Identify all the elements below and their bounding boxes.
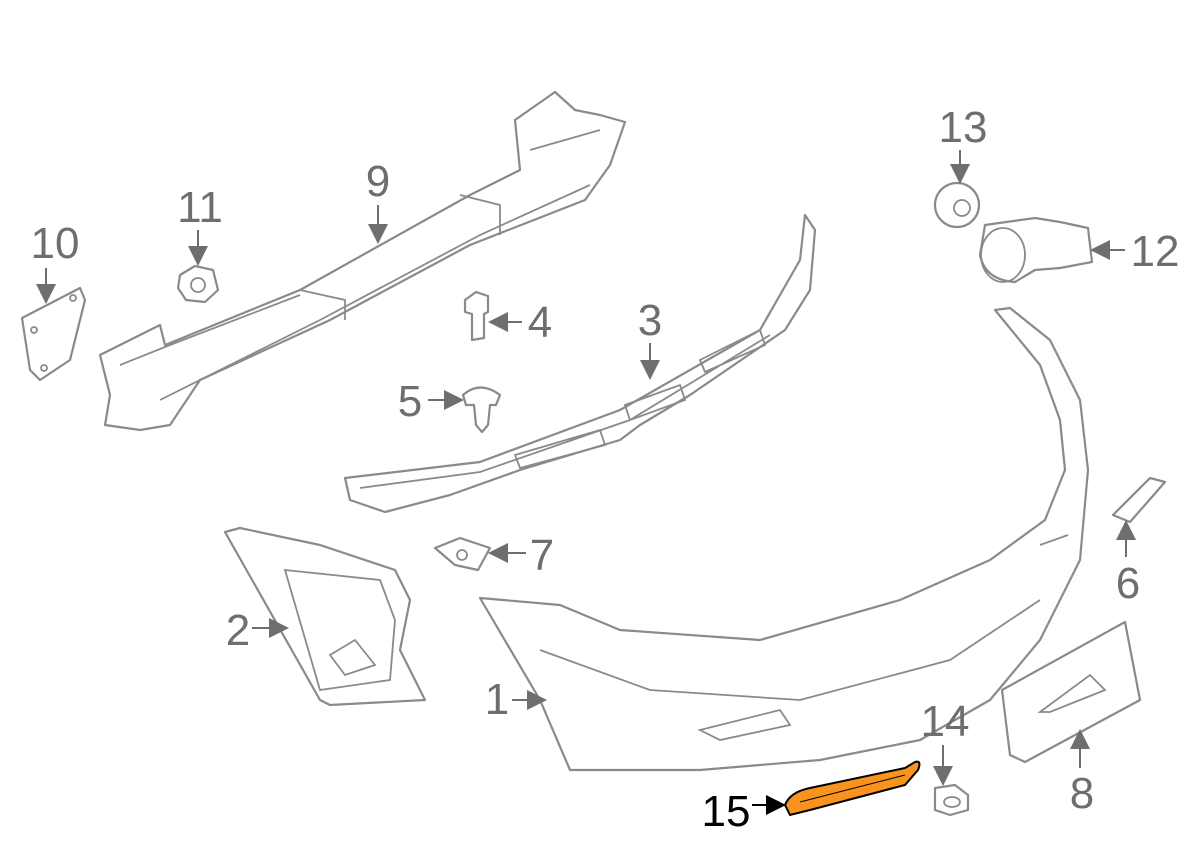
- part-1-bumper-cover[interactable]: [478, 306, 1090, 772]
- label-7: 7: [530, 531, 554, 580]
- label-12: 12: [1131, 227, 1180, 276]
- label-1: 1: [485, 675, 509, 724]
- callout-arrows: [36, 150, 1136, 815]
- part-11-nut[interactable]: [176, 264, 220, 304]
- part-13-grommet[interactable]: [933, 181, 981, 229]
- part-6-reflector[interactable]: [1111, 476, 1167, 524]
- label-13: 13: [939, 103, 988, 152]
- label-2: 2: [226, 606, 250, 655]
- part-12-sensor[interactable]: [978, 216, 1094, 284]
- label-3: 3: [638, 296, 662, 345]
- label-10: 10: [31, 219, 80, 268]
- label-8: 8: [1070, 769, 1094, 818]
- label-15: 15: [702, 787, 751, 836]
- part-2-bracket[interactable]: [223, 526, 427, 707]
- callout-labels: 10 11 9 13 12 4 3 5 7 6 2 1 14 8 15: [31, 103, 1180, 836]
- part-9-reinforcement[interactable]: [98, 90, 627, 432]
- part-3-absorber[interactable]: [343, 213, 817, 514]
- label-11: 11: [177, 183, 223, 232]
- label-14: 14: [921, 697, 970, 746]
- label-4: 4: [528, 298, 552, 347]
- part-14-clip[interactable]: [933, 783, 970, 817]
- part-4-bolt[interactable]: [463, 290, 490, 342]
- part-7-clip[interactable]: [433, 536, 492, 572]
- part-5-clip[interactable]: [461, 386, 502, 434]
- label-9: 9: [366, 157, 390, 206]
- part-15-reflector-highlighted[interactable]: [783, 760, 921, 817]
- label-6: 6: [1116, 559, 1140, 608]
- part-10-bracket[interactable]: [20, 286, 87, 382]
- label-5: 5: [398, 377, 422, 426]
